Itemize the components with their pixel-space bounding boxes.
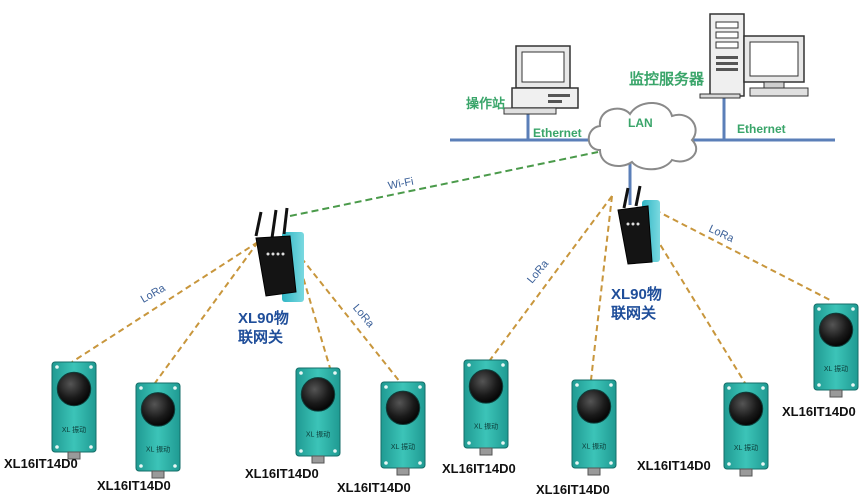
- sensor-4-face-text: XL 振动: [391, 442, 415, 451]
- gateway-device-1: [254, 207, 304, 302]
- ethernet-label-right: Ethernet: [737, 122, 786, 136]
- sensor-4-label: XL16IT14D0: [337, 480, 411, 495]
- sensor-6-face-text: XL 振动: [582, 442, 606, 451]
- operator-workstation-icon: [503, 45, 579, 115]
- sensor-8-label: XL16IT14D0: [782, 404, 856, 419]
- gateway-1-label-line2: 联网关: [238, 329, 284, 346]
- sensor-device-2: XL 振动: [135, 382, 181, 479]
- wifi-link: [289, 151, 599, 217]
- gateway-2-label-line2: 联网关: [611, 305, 657, 322]
- gateway-1-label-line1: XL90物: [238, 310, 289, 327]
- sensor-device-1: XL 振动: [51, 361, 97, 460]
- sensor-7-face-text: XL 振动: [734, 443, 758, 452]
- gateway-2-label: XL90物 联网关: [611, 285, 662, 323]
- sensor-5-label: XL16IT14D0: [442, 461, 516, 476]
- operator-station-label: 操作站: [466, 96, 506, 111]
- sensor-6-label: XL16IT14D0: [536, 482, 610, 497]
- sensor-device-5: XL 振动: [463, 359, 509, 456]
- sensor-2-label: XL16IT14D0: [97, 478, 171, 493]
- sensor-5-face-text: XL 振动: [474, 422, 498, 431]
- monitor-server-label: 监控服务器: [629, 71, 705, 88]
- lan-label: LAN: [628, 116, 653, 130]
- sensor-device-6: XL 振动: [571, 379, 617, 476]
- sensor-8-face-text: XL 振动: [824, 364, 848, 373]
- sensor-device-7: XL 振动: [723, 382, 769, 477]
- gateway-device-2: [617, 185, 660, 265]
- sensor-7-label: XL16IT14D0: [637, 458, 711, 473]
- sensor-layer: XL 振动 XL 振动 XL 振动 XL 振动 XL 振动 XL 振动 XL 振动 XL 振动: [51, 303, 859, 479]
- sensor-3-face-text: XL 振动: [306, 430, 330, 439]
- sensor-device-8: XL 振动: [813, 303, 859, 398]
- lora-links: [71, 195, 831, 384]
- sensor-device-4: XL 振动: [380, 381, 426, 476]
- gateway-2-label-line1: XL90物: [611, 286, 662, 303]
- monitor-server-icon: [699, 13, 809, 99]
- ethernet-label-left: Ethernet: [533, 126, 582, 140]
- sensor-device-3: XL 振动: [295, 367, 341, 464]
- sensor-2-face-text: XL 振动: [146, 445, 170, 454]
- sensor-3-label: XL16IT14D0: [245, 466, 319, 481]
- sensor-1-face-text: XL 振动: [62, 425, 86, 434]
- gateway-1-label: XL90物 联网关: [238, 309, 289, 347]
- lan-cloud: [587, 102, 698, 171]
- sensor-1-label: XL16IT14D0: [4, 456, 78, 471]
